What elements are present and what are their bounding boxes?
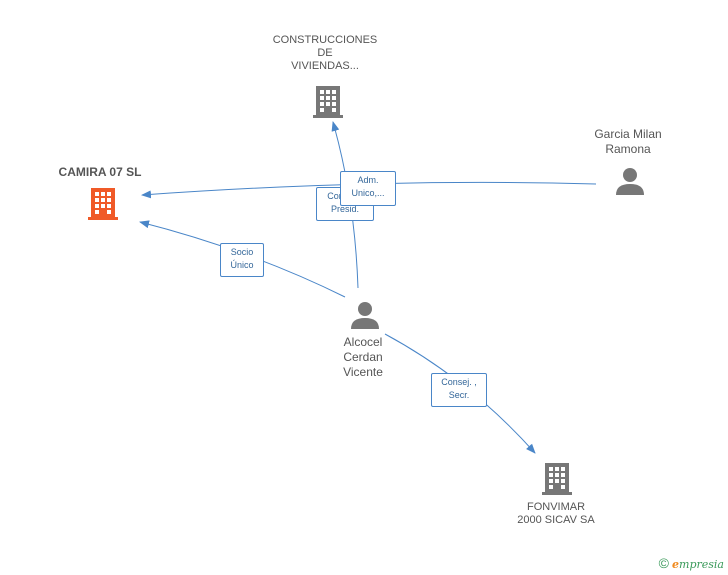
edge-label-line: Secr.	[448, 390, 470, 400]
label-line: DE	[317, 47, 333, 59]
edge-label-line: Adm.	[357, 175, 379, 185]
building-icon[interactable]	[541, 461, 573, 495]
building-icon[interactable]	[87, 186, 119, 220]
edge-label-line: Unico,...	[351, 188, 385, 198]
label-line: FONVIMAR	[526, 501, 586, 513]
node-label-fonvimar[interactable]: FONVIMAR 2000 SICAV SA	[496, 501, 616, 527]
edge-label-line: Único	[230, 260, 254, 270]
label-line: VIVIENDAS...	[291, 60, 359, 72]
edge-label-adm-unico[interactable]: Adm. Unico,...	[340, 171, 396, 206]
node-label-camira[interactable]: CAMIRA 07 SL	[58, 165, 142, 179]
person-icon[interactable]	[350, 300, 380, 330]
copyright-icon: ©	[658, 555, 669, 571]
empresia-logo: empresia	[672, 558, 724, 571]
edge-label-line: Presid.	[330, 204, 359, 214]
label-line: 2000 SICAV SA	[517, 514, 595, 526]
label-line: Vicente	[343, 365, 383, 379]
label-line: Ramona	[605, 142, 651, 156]
person-icon[interactable]	[615, 166, 645, 196]
label-line: Cerdan	[343, 350, 383, 364]
label-line: Alcocel	[343, 335, 383, 349]
label-line: Garcia Milan	[594, 127, 662, 141]
edge-label-consej-secr[interactable]: Consej. , Secr.	[431, 373, 487, 407]
edge-label-line: Consej. ,	[441, 377, 477, 387]
empresia-footer[interactable]: © empresia	[659, 555, 724, 571]
building-icon[interactable]	[312, 84, 344, 118]
node-label-garcia[interactable]: Garcia Milan Ramona	[578, 127, 678, 157]
edge-label-line: Socio	[230, 247, 254, 257]
edge-label-socio-unico[interactable]: Socio Único	[220, 243, 264, 277]
label-line: CONSTRUCCIONES	[272, 34, 378, 46]
node-label-alcocel[interactable]: Alcocel Cerdan Vicente	[318, 335, 408, 380]
node-label-construcciones[interactable]: CONSTRUCCIONES DE VIVIENDAS...	[258, 34, 392, 73]
